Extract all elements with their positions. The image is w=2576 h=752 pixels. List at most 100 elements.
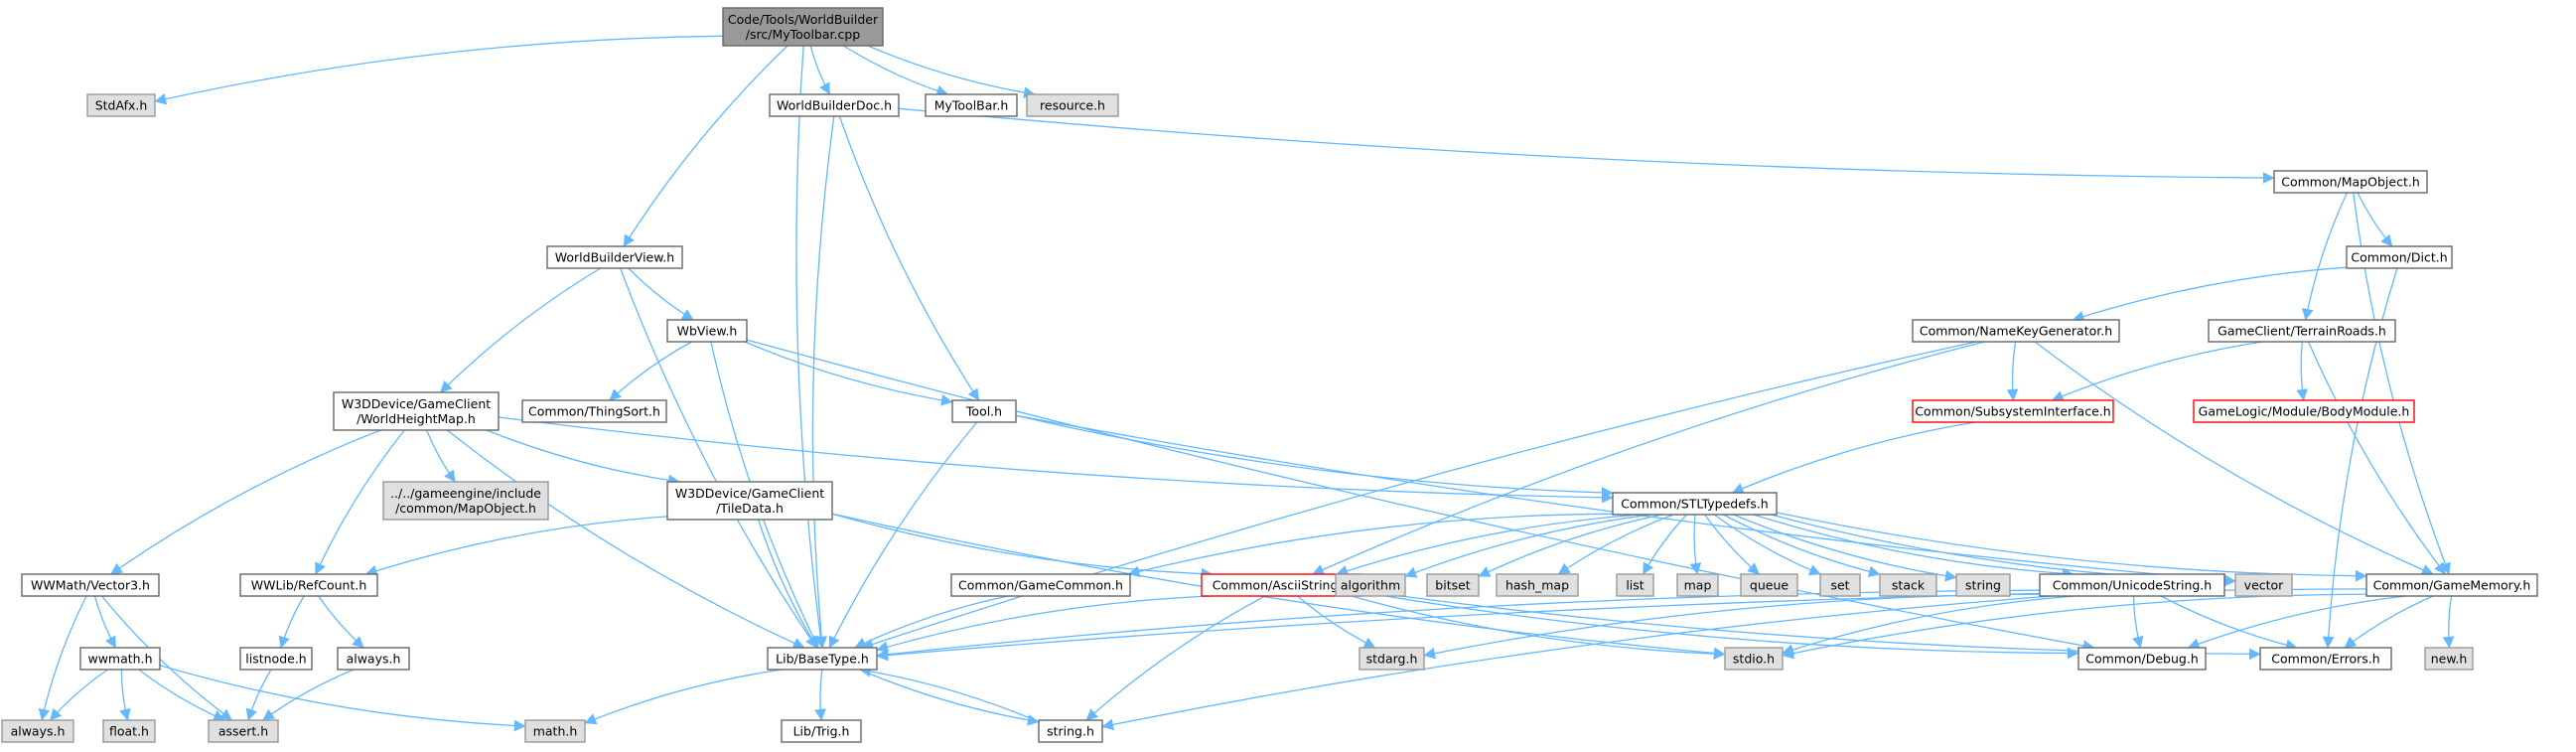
file-node-mytoolbar-h[interactable]: MyToolBar.h bbox=[925, 93, 1018, 117]
node-box bbox=[1912, 399, 2114, 423]
edge-line bbox=[2357, 192, 2393, 247]
node-label: string.h bbox=[1047, 724, 1094, 739]
file-node-terrainroads[interactable]: GameClient/TerrainRoads.h bbox=[2208, 319, 2396, 343]
edge-line bbox=[1557, 514, 1674, 575]
file-node-wwmath[interactable]: wwmath.h bbox=[79, 647, 161, 671]
file-node-always[interactable]: always.h bbox=[337, 647, 410, 671]
include-edge bbox=[1015, 414, 1614, 499]
include-edge bbox=[2034, 341, 2434, 575]
include-edge bbox=[364, 516, 668, 577]
file-node-stltypedefs[interactable]: Common/STLTypedefs.h bbox=[1612, 492, 1778, 516]
file-node-string-h[interactable]: string.h bbox=[1038, 719, 1103, 743]
edge-line bbox=[154, 35, 724, 105]
edge-line bbox=[2353, 192, 2451, 575]
include-edge bbox=[100, 595, 232, 721]
include-edge bbox=[854, 595, 1009, 649]
include-edge bbox=[842, 45, 948, 97]
node-label: ../../gameengine/include bbox=[390, 486, 541, 501]
include-edge bbox=[2187, 595, 2406, 650]
include-edge bbox=[1404, 514, 1651, 578]
file-node-tiledata[interactable]: W3DDevice/GameClient/TileData.h bbox=[666, 481, 833, 521]
node-box bbox=[337, 647, 410, 671]
node-box bbox=[239, 647, 313, 671]
file-node-unicodestring[interactable]: Common/UnicodeString.h bbox=[2039, 573, 2225, 597]
node-label: float.h bbox=[109, 724, 149, 739]
file-node-worldbuilderview[interactable]: WorldBuilderView.h bbox=[546, 245, 683, 269]
edge-line bbox=[809, 45, 831, 95]
include-edge bbox=[110, 429, 381, 575]
include-edge bbox=[758, 519, 818, 649]
edge-line bbox=[859, 669, 1040, 726]
file-node-worldbuilderdoc[interactable]: WorldBuilderDoc.h bbox=[769, 93, 900, 117]
include-edge bbox=[93, 595, 117, 649]
include-edge bbox=[2302, 192, 2348, 321]
file-node-float: float.h bbox=[102, 719, 156, 743]
node-label: W3DDevice/GameClient bbox=[342, 396, 491, 411]
node-box bbox=[2259, 647, 2392, 671]
edge-line bbox=[2344, 595, 2434, 649]
file-node-basetype[interactable]: Lib/BaseType.h bbox=[767, 647, 878, 671]
edge-line bbox=[1404, 514, 1651, 578]
edge-line bbox=[1297, 595, 1376, 649]
file-node-listnode[interactable]: listnode.h bbox=[239, 647, 313, 671]
node-box bbox=[1612, 492, 1778, 516]
node-label: algorithm bbox=[1341, 578, 1400, 593]
node-box bbox=[2424, 647, 2474, 671]
file-node-root[interactable]: Code/Tools/WorldBuilder/src/MyToolbar.cp… bbox=[722, 7, 884, 47]
node-label: GameLogic/Module/BodyModule.h bbox=[2199, 404, 2410, 419]
include-edge bbox=[1689, 514, 1702, 575]
node-box bbox=[1, 719, 74, 743]
file-node-algorithm: algorithm bbox=[1335, 573, 1406, 597]
edge-line bbox=[1782, 593, 2367, 660]
node-box bbox=[769, 93, 900, 117]
node-label: Common/MapObject.h bbox=[2281, 175, 2420, 190]
include-edge bbox=[2072, 266, 2348, 323]
file-node-wbview[interactable]: WbView.h bbox=[666, 319, 748, 343]
file-node-subsysiface[interactable]: Common/SubsystemInterface.h bbox=[1912, 399, 2114, 423]
node-box bbox=[521, 399, 667, 423]
file-node-dict[interactable]: Common/Dict.h bbox=[2346, 245, 2453, 269]
file-node-gamememory[interactable]: Common/GameMemory.h bbox=[2365, 573, 2538, 597]
dependency-edges bbox=[38, 35, 2455, 732]
edge-line bbox=[138, 669, 225, 721]
edge-line bbox=[2034, 341, 2434, 575]
edge-line bbox=[1351, 595, 1726, 660]
include-edge bbox=[1557, 514, 1674, 575]
file-node-trig[interactable]: Lib/Trig.h bbox=[781, 719, 862, 743]
file-node-gamecommon[interactable]: Common/GameCommon.h bbox=[950, 573, 1131, 597]
edge-line bbox=[859, 666, 1040, 723]
file-node-asciistring[interactable]: Common/AsciiString.h bbox=[1201, 573, 1361, 597]
node-label: Lib/BaseType.h bbox=[776, 652, 869, 667]
edge-line bbox=[2302, 192, 2348, 321]
file-node-tool[interactable]: Tool.h bbox=[951, 399, 1017, 423]
include-edge bbox=[315, 429, 405, 575]
node-label: WWMath/Vector3.h bbox=[31, 578, 150, 593]
file-node-queue: queue bbox=[1740, 573, 1798, 597]
edge-line bbox=[1015, 414, 1614, 499]
file-node-thingsort[interactable]: Common/ThingSort.h bbox=[521, 399, 667, 423]
file-node-new: new.h bbox=[2424, 647, 2474, 671]
node-label: /WorldHeightMap.h bbox=[357, 411, 476, 426]
edge-line bbox=[628, 267, 694, 321]
file-node-namekeygen[interactable]: Common/NameKeyGenerator.h bbox=[1912, 319, 2120, 343]
node-box bbox=[524, 719, 586, 743]
file-node-refcount[interactable]: WWLib/RefCount.h bbox=[239, 573, 378, 597]
include-edge bbox=[1351, 595, 1726, 660]
node-label: stdarg.h bbox=[1366, 652, 1418, 667]
edge-line bbox=[2307, 341, 2447, 575]
include-edge bbox=[154, 35, 724, 105]
include-edge bbox=[814, 669, 826, 721]
file-node-bodymodule[interactable]: GameLogic/Module/BodyModule.h bbox=[2193, 399, 2415, 423]
file-node-debug[interactable]: Common/Debug.h bbox=[2077, 647, 2207, 671]
include-edge bbox=[38, 595, 87, 721]
include-edge bbox=[2051, 341, 2263, 402]
file-node-worldheightmap[interactable]: W3DDevice/GameClient/WorldHeightMap.h bbox=[333, 391, 500, 431]
edge-line bbox=[446, 429, 805, 649]
node-box bbox=[666, 319, 748, 343]
include-edge bbox=[486, 429, 680, 487]
file-node-vector3[interactable]: WWMath/Vector3.h bbox=[21, 573, 160, 597]
node-box bbox=[950, 573, 1131, 597]
node-box bbox=[1724, 647, 1784, 671]
file-node-mapobject[interactable]: Common/MapObject.h bbox=[2273, 170, 2428, 194]
file-node-errors[interactable]: Common/Errors.h bbox=[2259, 647, 2392, 671]
